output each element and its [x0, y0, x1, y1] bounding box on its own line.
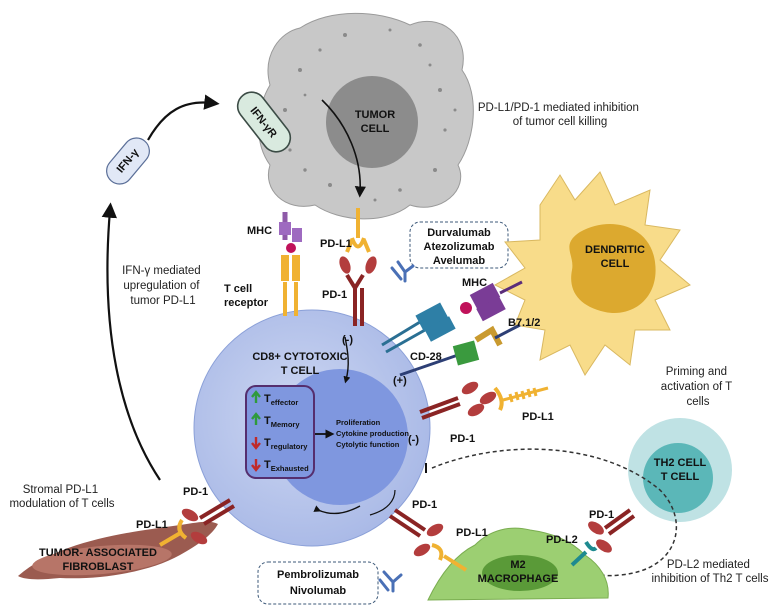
- dendritic-label-1: DENDRITIC: [585, 244, 645, 256]
- pdl1-pd1-dendritic: [419, 381, 549, 420]
- drug-nivolumab: Nivolumab: [290, 585, 347, 597]
- mhc-top-label: MHC: [247, 225, 272, 237]
- caption-priming: Priming and activation of T cells: [661, 366, 735, 408]
- pdl1-pd1-macrophage: [388, 508, 468, 572]
- mhc-dc-label: MHC: [462, 277, 487, 289]
- caption-tumor-inhibition: PD-L1/PD-1 mediated inhibition of tumor …: [478, 102, 642, 128]
- macrophage-label-1: M2: [510, 559, 525, 571]
- caption-stromal: Stromal PD-L1 modulation of T cells: [9, 484, 114, 510]
- t-subset-memory: TMemory: [251, 412, 300, 429]
- svg-text:Teffector: Teffector: [264, 393, 298, 407]
- pdl1-mac-label: PD-L1: [456, 527, 488, 539]
- dendritic-label-2: CELL: [601, 258, 630, 270]
- caption-ifn-upregulation: IFN-γ mediated upregulation of tumor PD-…: [122, 265, 204, 307]
- drug-box-anti-pd1: Pembrolizumab Nivolumab: [257, 561, 379, 605]
- t-subset-effector: Teffector: [251, 390, 298, 407]
- th2-label-1: TH2 CELL: [654, 457, 707, 469]
- drug-durvalumab: Durvalumab: [427, 227, 491, 239]
- fibroblast-label-1: TUMOR- ASSOCIATED: [39, 547, 157, 559]
- th2-inhibition-path: [431, 448, 678, 577]
- cd28-b7-complex: [399, 323, 521, 377]
- pdl1-pd1-tumor: [339, 208, 377, 326]
- svg-text:TMemory: TMemory: [264, 415, 300, 429]
- inhibition-arrow-top: [343, 336, 351, 384]
- fibroblast-label-2: FIBROBLAST: [63, 561, 134, 573]
- inhibition-arrow-bottom: [313, 505, 361, 515]
- t-cell-functions: Proliferation Cytokine production Cytoly…: [336, 418, 411, 449]
- pdl1-pd1-fibroblast: [158, 498, 236, 547]
- antibody-icon: [390, 260, 415, 283]
- tumor-cell: TUMOR CELL: [258, 12, 474, 220]
- drug-atezolizumab: Atezolizumab: [424, 241, 495, 253]
- antibody-icon: [378, 570, 403, 593]
- m2-macrophage: M2 MACROPHAGE: [427, 527, 609, 601]
- pd1-dc-label: PD-1: [450, 433, 475, 445]
- th2-cell: TH2 CELL T CELL: [628, 418, 732, 522]
- caption-pdl2: PD-L2 mediated inhibition of Th2 T cells: [652, 559, 769, 585]
- pd1-mac-label: PD-1: [412, 499, 437, 511]
- pd1-tumor-label: PD-1: [322, 289, 347, 301]
- pdl2-mac-label: PD-L2: [546, 534, 578, 546]
- sign-pos: (+): [393, 375, 407, 387]
- pd1-fib-label: PD-1: [183, 486, 208, 498]
- t-subset-exhausted: TExhausted: [251, 459, 309, 473]
- drug-pembrolizumab: Pembrolizumab: [277, 569, 359, 581]
- pd1-th2-label: PD-1: [589, 509, 614, 521]
- sign-neg-right: (-): [408, 434, 419, 446]
- mhc-tcr-complex-dendritic: [381, 280, 523, 354]
- tumor-internal-arrow: [321, 99, 366, 198]
- dendritic-cell: DENDRITIC CELL: [493, 171, 691, 376]
- th2-label-2: T CELL: [661, 471, 700, 483]
- tumor-cell-label-1: TUMOR: [355, 109, 395, 121]
- svg-text:TExhausted: TExhausted: [264, 459, 309, 473]
- ifn-gamma: IFN-γ: [106, 137, 150, 185]
- cd8-label-1: CD8+ CYTOTOXIC: [252, 351, 347, 363]
- drug-avelumab: Avelumab: [433, 255, 485, 267]
- drug-box-anti-pdl1: Durvalumab Atezolizumab Avelumab: [409, 221, 509, 269]
- sign-neg-top: (-): [342, 334, 353, 346]
- tumor-nucleus: [326, 76, 418, 168]
- svg-text:Tregulatory: Tregulatory: [264, 437, 308, 451]
- ifn-secretion-arrow: [101, 202, 161, 481]
- mhc-tcr-complex-tumor: [279, 212, 302, 316]
- tumor-associated-fibroblast: TUMOR- ASSOCIATED FIBROBLAST: [18, 521, 218, 580]
- t-subset-box: Teffector TMemory Tregulatory TExhausted: [245, 385, 315, 479]
- ifn-to-receptor-arrow: [147, 94, 220, 141]
- pdl1-tumor-label: PD-L1: [320, 238, 352, 250]
- macrophage-label-2: MACROPHAGE: [478, 573, 559, 585]
- tcr-label: T cell receptor: [224, 283, 269, 309]
- cd28-label: CD-28: [410, 351, 442, 363]
- cd8-label-2: T CELL: [281, 365, 320, 377]
- tumor-cell-label-2: CELL: [361, 123, 390, 135]
- pdl1-fib-label: PD-L1: [136, 519, 168, 531]
- t-subset-regulatory: Tregulatory: [251, 437, 308, 451]
- b7-label: B7.1/2: [508, 317, 540, 329]
- pdl2-pd1-th2: [570, 508, 636, 567]
- pdl1-dc-label: PD-L1: [522, 411, 554, 423]
